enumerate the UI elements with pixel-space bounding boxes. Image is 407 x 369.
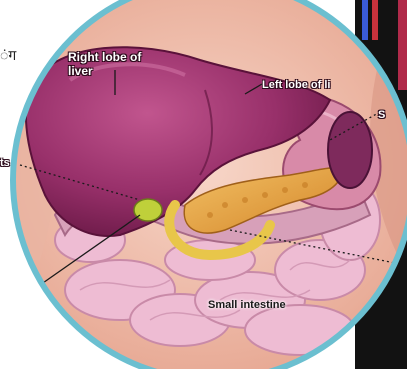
label-left-lobe-of-liver: Left lobe of li xyxy=(262,78,407,92)
label-small-intestine: Small intestine xyxy=(208,299,288,311)
label-s: S xyxy=(378,108,385,122)
label-right-lobe-of-liver: Right lobe of liver xyxy=(68,50,164,78)
blue-stripe xyxy=(362,0,368,40)
label-ts: ts xyxy=(0,156,22,170)
red-stripe xyxy=(372,0,378,40)
spleen xyxy=(328,112,372,188)
hindi-text-fragment: ंग xyxy=(0,46,22,65)
red-stripe-right xyxy=(398,0,407,90)
gallbladder xyxy=(134,199,162,221)
